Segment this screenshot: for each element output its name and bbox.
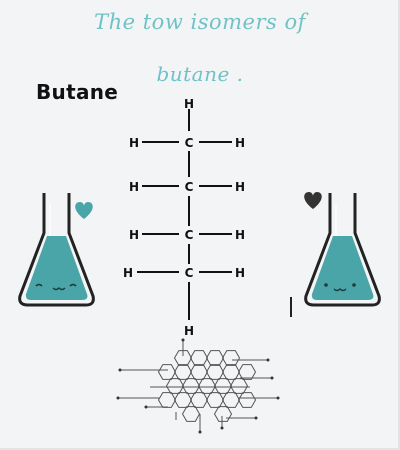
atom-c: C: [185, 266, 194, 280]
atom-c: C: [185, 228, 194, 242]
hexagon-cell: [237, 392, 257, 408]
hexagon-cell: [165, 378, 185, 394]
hexagon-cell: [213, 406, 233, 422]
title-line-1: The tow isomers of: [94, 10, 306, 34]
atom-c: C: [185, 136, 194, 150]
title-line-2: butane .: [156, 62, 244, 86]
hexagon-network-icon: [118, 340, 278, 432]
hexagon-cell: [181, 406, 201, 422]
hexagon-cell: [173, 392, 193, 408]
hexagon-cell: [221, 364, 241, 380]
hexagon-cell: [205, 364, 225, 380]
hexagon-cell: [213, 378, 233, 394]
hexagon-cell: [189, 350, 209, 366]
atom-h: H: [235, 266, 245, 280]
left-heart-icon: [75, 202, 93, 219]
molecule-name: Butane: [36, 80, 119, 104]
atom-h: H: [123, 266, 133, 280]
atom-h: H: [129, 136, 139, 150]
atom-h: H: [129, 180, 139, 194]
atom-h: H: [235, 228, 245, 242]
atom-h: H: [235, 136, 245, 150]
hexagon-cell: [181, 378, 201, 394]
atom-h: H: [129, 228, 139, 242]
hexagon-cell: [197, 378, 217, 394]
left-flask-icon: [18, 193, 95, 307]
atom-c: C: [185, 180, 194, 194]
hexagon-cell: [157, 392, 177, 408]
hexagon-network-endpoints: [116, 338, 280, 434]
atom-h: H: [184, 324, 194, 338]
right-flask-icon: [304, 193, 381, 307]
atom-labels: H H C H H C H H C H H C H H: [123, 97, 245, 338]
hexagon-cell: [221, 350, 241, 366]
hexagon-cell: [189, 392, 209, 408]
hexagon-cell: [229, 378, 249, 394]
atom-h: H: [235, 180, 245, 194]
hexagon-cell: [157, 364, 177, 380]
hexagon-cell: [221, 392, 241, 408]
hexagon-cell: [205, 392, 225, 408]
hexagon-cell: [237, 364, 257, 380]
bond-lines: [137, 109, 232, 320]
right-heart-icon: [304, 192, 322, 209]
atom-h: H: [184, 97, 194, 111]
hexagon-cell: [173, 364, 193, 380]
hexagon-cell: [205, 350, 225, 366]
hexagon-cell: [189, 364, 209, 380]
